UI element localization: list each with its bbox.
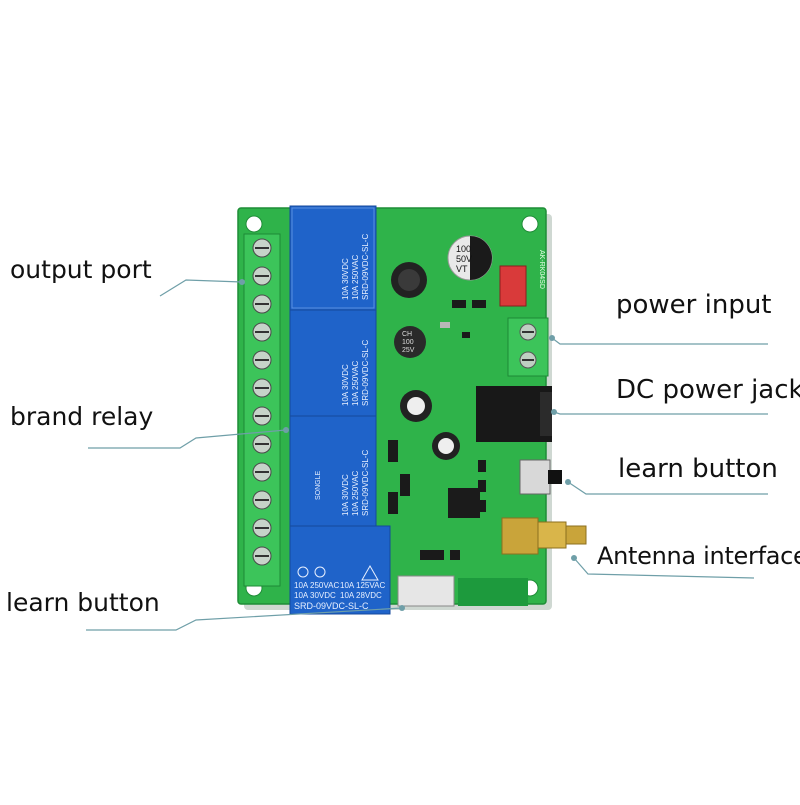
label-dc-power-jack: DC power jack — [616, 375, 800, 405]
relay-4-model: SRD-09VDC-SL-C — [294, 601, 369, 611]
antenna-connector — [501, 517, 587, 555]
small-cap-value: 100 — [402, 339, 414, 346]
relay-1-rating-ac: 10A 250VAC — [351, 255, 360, 300]
relay-1-rating-dc: 10A 30VDC — [341, 258, 350, 300]
capacitor-large: 100 50V VT — [447, 235, 493, 281]
small-cap-mark: CH — [402, 331, 412, 338]
relay-1-model: SRD-09VDC-SL-C — [361, 234, 370, 300]
mcu-chip — [448, 488, 480, 518]
large-cap-mark: VT — [456, 264, 468, 274]
relay-4-rating-ac2: 10A 125VAC — [340, 581, 385, 590]
relay-4-rating-dc: 10A 30VDC — [294, 591, 336, 600]
fuse — [499, 265, 527, 307]
large-cap-value: 100 — [456, 244, 471, 254]
small-cap-voltage: 25V — [402, 347, 415, 354]
relay-2-model: SRD-09VDC-SL-C — [361, 340, 370, 406]
relay-1 — [289, 205, 377, 311]
relay-2 — [289, 309, 377, 417]
relay-3 — [289, 415, 377, 527]
relay-2-rating-ac: 10A 250VAC — [351, 361, 360, 406]
relay-4 — [289, 525, 391, 615]
capacitor-mid — [400, 390, 460, 460]
label-brand-relay: brand relay — [10, 402, 154, 431]
relay-4-rating-ac: 10A 250VAC — [294, 581, 339, 590]
label-learn-button-right: learn button — [618, 454, 778, 484]
relay-3-rating-ac: 10A 250VAC — [351, 471, 360, 516]
relay-3-rating-dc: 10A 30VDC — [341, 474, 350, 516]
relay-4-rating-dc2: 10A 28VDC — [340, 591, 382, 600]
label-power-input: power input — [616, 290, 772, 320]
relay-2-rating-dc: 10A 30VDC — [341, 364, 350, 406]
label-learn-button-left: learn button — [6, 588, 160, 617]
leader-dots — [239, 279, 577, 611]
output-terminal-block — [243, 233, 281, 587]
power-input-terminal — [507, 317, 549, 377]
relay-3-model: SRD-09VDC-SL-C — [361, 450, 370, 516]
inductor — [391, 262, 427, 298]
learn-button-right — [519, 459, 562, 495]
relay-4-cert-marks — [297, 564, 379, 581]
board-marking: AK-RK04SD — [538, 250, 545, 289]
dc-power-jack — [476, 386, 552, 442]
label-output-port: output port — [10, 255, 152, 284]
label-antenna-interface: Antenna interface — [597, 542, 800, 570]
capacitor-small: CH 100 25V — [394, 326, 426, 358]
large-cap-voltage: 50V — [456, 254, 472, 264]
smd-components — [388, 300, 486, 560]
relay-3-brand: SONGLE — [315, 470, 322, 500]
learn-button-bottom — [397, 575, 528, 607]
